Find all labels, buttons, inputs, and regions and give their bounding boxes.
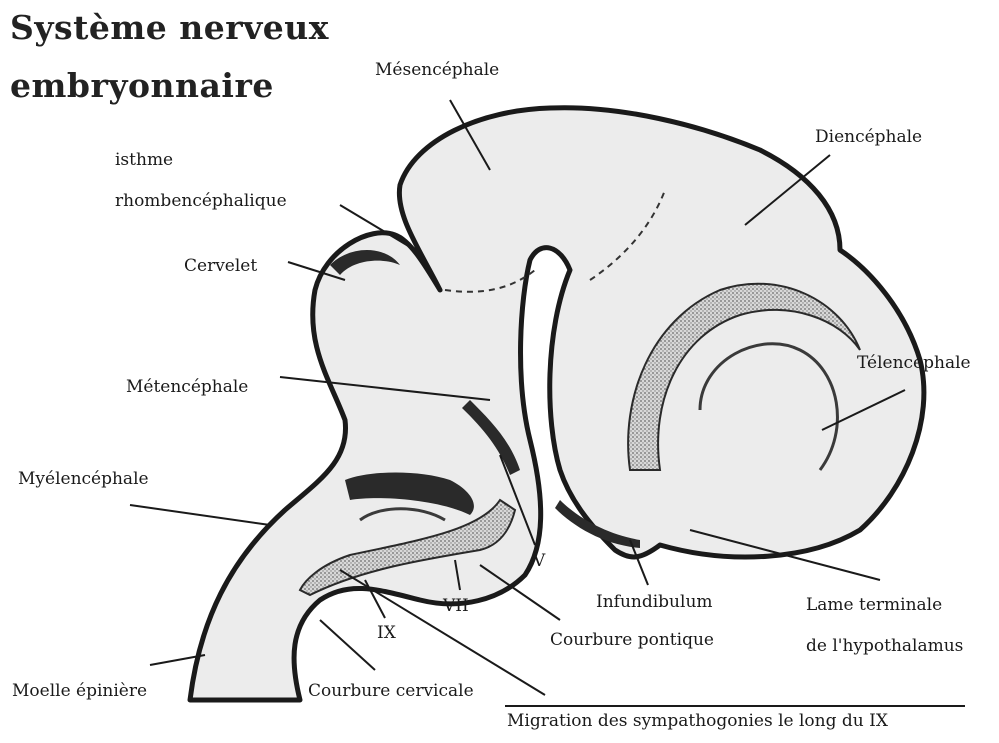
label-cervelet: Cervelet bbox=[184, 256, 257, 276]
label-moelle-epiniere: Moelle épinière bbox=[12, 681, 147, 701]
leader-myelencephale bbox=[130, 505, 270, 525]
label-myelencephale: Myélencéphale bbox=[18, 469, 149, 489]
label-metencephale: Métencéphale bbox=[126, 377, 248, 397]
title-line-2: embryonnaire bbox=[10, 66, 274, 105]
label-mesencephale: Mésencéphale bbox=[375, 60, 499, 80]
label-diencephale: Diencéphale bbox=[815, 127, 922, 147]
leader-courbure-cervicale bbox=[320, 620, 375, 670]
label-nerf-vii: VII bbox=[442, 596, 469, 616]
label-telencephale: Télencéphale bbox=[857, 353, 971, 373]
label-migration: Migration des sympathogonies le long du … bbox=[507, 711, 889, 731]
title-line-1: Système nerveux bbox=[10, 8, 329, 47]
label-courbure-pontique: Courbure pontique bbox=[550, 630, 714, 650]
label-isthme-line2: rhombencéphalique bbox=[115, 191, 287, 211]
label-lame-terminale-line2: de l'hypothalamus bbox=[806, 636, 963, 656]
label-infundibulum: Infundibulum bbox=[596, 592, 713, 612]
label-nerf-v: V bbox=[532, 551, 546, 571]
label-isthme-line1: isthme bbox=[115, 150, 173, 170]
label-courbure-cervicale: Courbure cervicale bbox=[308, 681, 474, 701]
label-nerf-ix: IX bbox=[377, 623, 397, 643]
label-lame-terminale-line1: Lame terminale bbox=[806, 595, 942, 615]
